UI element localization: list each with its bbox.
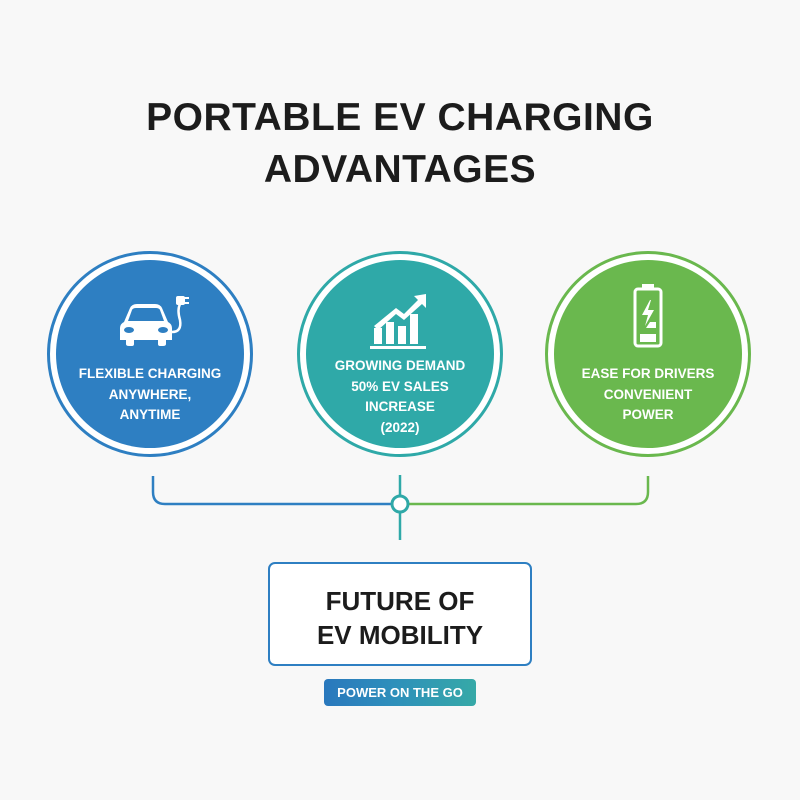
battery-charging-icon <box>633 284 663 348</box>
tagline-badge: POWER ON THE GO <box>324 679 476 706</box>
car-plug-icon <box>120 296 189 346</box>
title-line-2: ADVANTAGES <box>263 148 537 191</box>
outcome-line-1: FUTURE OF <box>325 586 475 616</box>
advantage-text: FLEXIBLE CHARGING ANYWHERE, ANYTIME <box>78 366 222 422</box>
chart-growth-icon <box>370 294 426 349</box>
advantage-text: EASE FOR DRIVERS CONVENIENT POWER <box>581 366 715 422</box>
junction-node <box>390 494 410 514</box>
page-title: PORTABLE EV CHARGING ADVANTAGES <box>0 92 800 196</box>
advantage-text: GROWING DEMAND 50% EV SALES INCREASE (20… <box>334 358 466 435</box>
advantage-circle-ease: EASE FOR DRIVERS CONVENIENT POWER <box>545 251 751 457</box>
title-line-1: PORTABLE EV CHARGING <box>146 96 654 139</box>
outcome-line-2: EV MOBILITY <box>316 620 484 650</box>
advantage-circle-flexible: FLEXIBLE CHARGING ANYWHERE, ANYTIME <box>47 251 253 457</box>
advantage-circle-demand: GROWING DEMAND 50% EV SALES INCREASE (20… <box>297 251 503 457</box>
outcome-box: FUTURE OF EV MOBILITY <box>268 562 532 666</box>
